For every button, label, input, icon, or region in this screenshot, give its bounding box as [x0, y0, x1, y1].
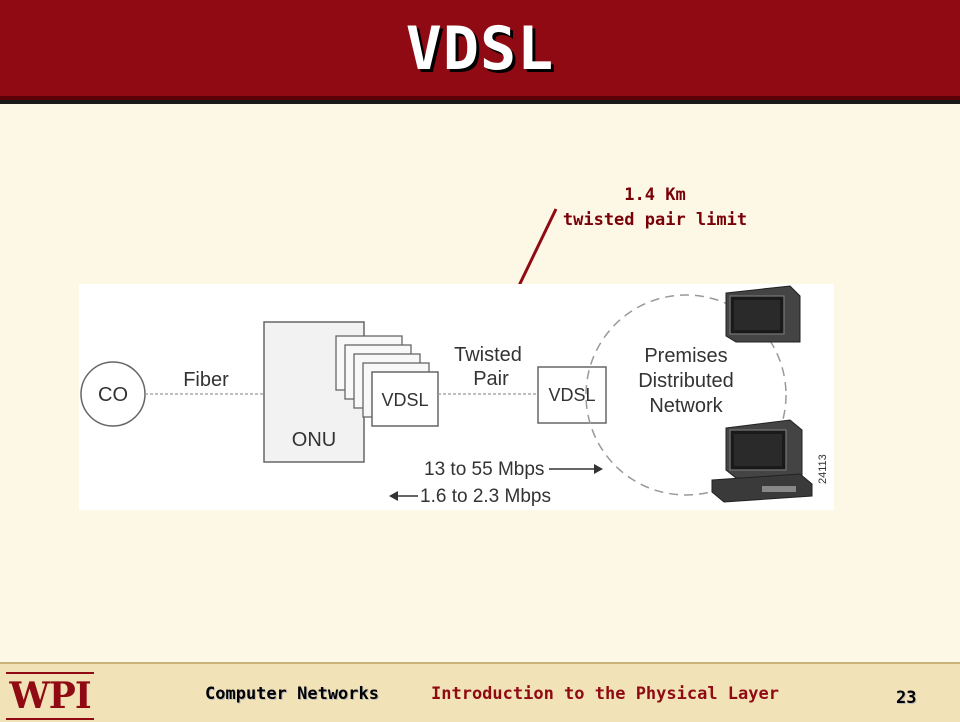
fiber-label: Fiber — [183, 369, 229, 391]
downstream-speed-label: 13 to 55 Mbps — [424, 459, 544, 480]
annotation-line-2: twisted pair limit — [562, 210, 748, 230]
annotation-line-1: 1.4 Km — [624, 185, 686, 205]
footer-course-title: Computer Networks — [205, 684, 379, 704]
footer-bar: WPI Computer Networks Introduction to th… — [0, 662, 960, 722]
title-bar-shadow — [0, 96, 960, 100]
upstream-speed-label: 1.6 to 2.3 Mbps — [420, 486, 551, 507]
upstream-arrow-head — [389, 491, 398, 501]
vdsl-modem-label: VDSL — [548, 385, 595, 405]
downstream-arrow-head — [594, 464, 603, 474]
premises-label-3: Network — [649, 395, 723, 417]
premises-network-boundary — [585, 294, 787, 496]
computer-icon — [711, 419, 813, 503]
onu-label: ONU — [292, 429, 336, 451]
vdsl-card-front — [371, 371, 439, 427]
slide-title: VDSL — [405, 14, 555, 84]
twisted-pair-label-1: Twisted — [454, 344, 522, 366]
figure-id: 24113 — [817, 454, 829, 484]
twisted-pair-label-2: Pair — [473, 368, 509, 390]
premises-label-1: Premises — [644, 345, 727, 367]
title-bar — [0, 0, 960, 104]
premises-label-2: Distributed — [638, 370, 734, 392]
co-label: CO — [98, 384, 128, 406]
vdsl-modem-box — [537, 366, 607, 424]
page-number: 23 — [896, 688, 917, 708]
diagram-panel — [79, 284, 834, 510]
distance-annotation: 1.4 Km twisted pair limit — [545, 183, 765, 233]
wpi-logo: WPI — [6, 672, 94, 720]
footer-topic: Introduction to the Physical Layer — [431, 684, 779, 704]
vdsl-card-label: VDSL — [381, 390, 428, 410]
monitor-icon — [725, 285, 801, 343]
